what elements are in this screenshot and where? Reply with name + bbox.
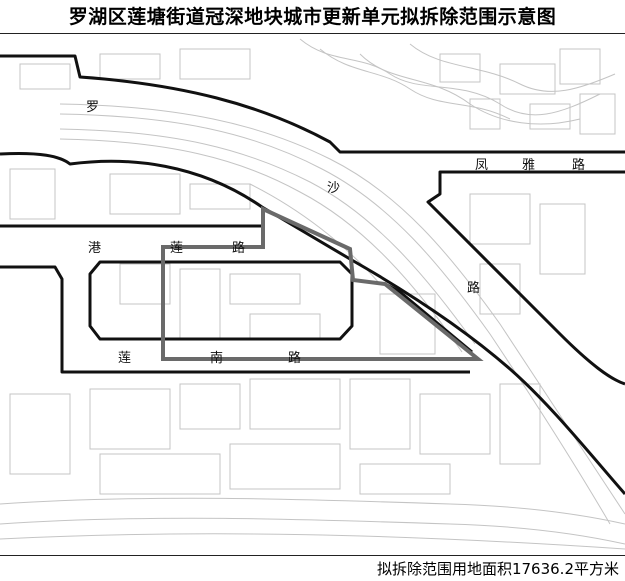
- road-label-lu-fengya: 路: [572, 157, 585, 173]
- road-label-lian-gang: 莲: [170, 241, 183, 256]
- road-label-sha: 沙: [327, 181, 340, 196]
- road-label-luo: 罗: [86, 100, 99, 115]
- map-title: 罗湖区莲塘街道冠深地块城市更新单元拟拆除范围示意图: [68, 6, 557, 28]
- road-label-feng: 凤: [475, 158, 488, 173]
- road-labels: 罗 沙 路 凤 雅 路 港 莲 路 莲 南 路: [86, 100, 585, 366]
- road-outlines: [0, 54, 625, 495]
- road-label-nan: 南: [210, 350, 223, 366]
- road-label-gang: 港: [88, 241, 101, 256]
- area-caption: 拟拆除范围用地面积17636.2平方米: [376, 560, 619, 578]
- map-canvas: 罗 沙 路 凤 雅 路 港 莲 路 莲 南 路: [0, 33, 625, 556]
- road-label-lu-nan: 路: [288, 350, 301, 366]
- road-label-ya: 雅: [522, 158, 535, 173]
- road-label-lu-luosha: 路: [467, 280, 480, 296]
- background-buildings: [0, 38, 625, 550]
- demolition-boundary: [161, 205, 484, 361]
- road-label-lian-nan: 莲: [118, 351, 131, 366]
- road-label-lu-gang: 路: [232, 240, 245, 256]
